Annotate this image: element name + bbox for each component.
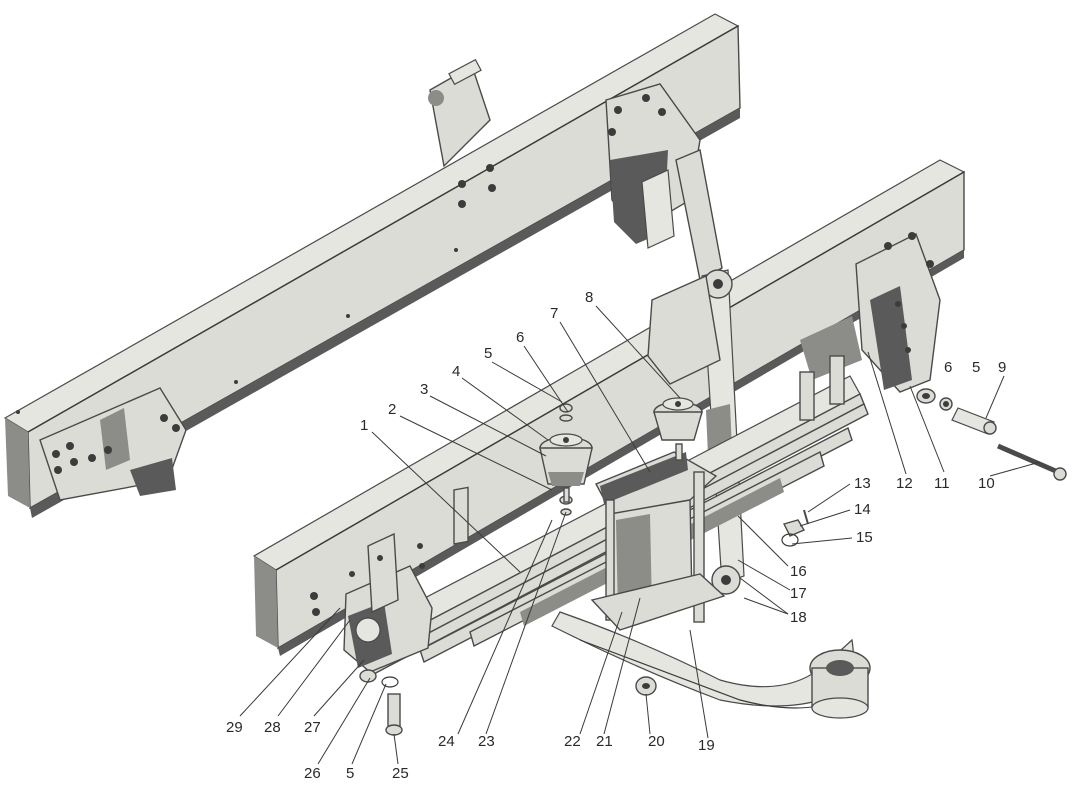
callout-labels: 1 2 3 4 5 6 7 8 6 5 9 10 11 12 13 14 15 … xyxy=(226,289,1006,782)
leader-12 xyxy=(867,351,907,475)
leader-26 xyxy=(317,677,371,765)
frame-rail-front xyxy=(252,159,966,656)
leader-16 xyxy=(737,515,789,567)
callout-28: 28 xyxy=(264,719,281,736)
callout-6b: 6 xyxy=(944,359,952,376)
leader-5c xyxy=(351,683,387,765)
callout-12: 12 xyxy=(896,475,913,492)
leader-3 xyxy=(429,395,547,457)
callout-14: 14 xyxy=(854,501,871,518)
small-fasteners xyxy=(559,403,683,516)
leader-11 xyxy=(909,385,945,473)
leader-29 xyxy=(239,607,341,717)
callout-21: 21 xyxy=(596,733,613,750)
bump-stop-left xyxy=(539,433,593,486)
callout-11: 11 xyxy=(934,475,950,492)
leader-23 xyxy=(485,511,567,735)
u-bolt-nut xyxy=(635,676,657,696)
rear-spring-bracket-left xyxy=(39,387,187,501)
shock-lower-fasteners xyxy=(781,509,809,547)
pin-fasteners-right xyxy=(916,388,1067,481)
callout-17: 17 xyxy=(790,585,807,602)
leader-20 xyxy=(645,693,651,735)
leader-17 xyxy=(737,559,791,591)
bump-stop-right xyxy=(653,397,703,441)
shackle-bolt xyxy=(359,669,403,736)
callout-26: 26 xyxy=(304,765,321,782)
callout-7: 7 xyxy=(550,305,558,322)
axle-beam xyxy=(551,611,871,719)
callout-6a: 6 xyxy=(516,329,524,346)
callout-9: 9 xyxy=(998,359,1006,376)
callout-15: 15 xyxy=(856,529,873,546)
shock-upper-bracket xyxy=(605,83,701,249)
leader-lines xyxy=(239,305,1041,765)
leader-13 xyxy=(807,483,851,513)
callout-24: 24 xyxy=(438,733,455,750)
callout-13: 13 xyxy=(854,475,871,492)
callout-27: 27 xyxy=(304,719,321,736)
callout-23: 23 xyxy=(478,733,495,750)
callout-5b: 5 xyxy=(972,359,980,376)
callout-2: 2 xyxy=(388,401,396,418)
front-spring-bracket xyxy=(855,232,941,393)
leader-4 xyxy=(461,377,549,441)
callout-5c: 5 xyxy=(346,765,354,782)
leader-7 xyxy=(559,321,651,473)
leader-21 xyxy=(603,597,641,735)
leader-19 xyxy=(689,629,709,739)
callout-3: 3 xyxy=(420,381,428,398)
callout-25: 25 xyxy=(392,765,409,782)
callout-1: 1 xyxy=(360,417,368,434)
callout-19: 19 xyxy=(698,737,715,754)
leader-10 xyxy=(989,461,1041,477)
leader-24 xyxy=(457,519,553,735)
callout-20: 20 xyxy=(648,733,665,750)
leader-2 xyxy=(399,415,553,491)
callout-5a: 5 xyxy=(484,345,492,362)
callout-4: 4 xyxy=(452,363,460,380)
leader-22 xyxy=(579,611,623,735)
leader-9 xyxy=(985,375,1005,419)
rear-rail-upper-bracket xyxy=(428,58,491,168)
leader-27 xyxy=(313,659,365,717)
callout-18: 18 xyxy=(790,609,807,626)
leader-8 xyxy=(595,305,681,399)
leader-5a xyxy=(491,361,563,403)
leader-18a xyxy=(739,577,789,615)
spring-seat-assembly xyxy=(590,451,726,631)
frame-rail-rear xyxy=(3,13,741,518)
mid-bracket xyxy=(647,274,862,385)
callout-29: 29 xyxy=(226,719,243,736)
leader-28 xyxy=(277,619,351,717)
rear-spring-hanger xyxy=(310,532,433,673)
leader-14 xyxy=(799,509,851,527)
leader-25 xyxy=(393,733,399,765)
leader-15 xyxy=(791,537,853,545)
callout-16: 16 xyxy=(790,563,807,580)
callout-22: 22 xyxy=(564,733,581,750)
callout-8: 8 xyxy=(585,289,593,306)
leader-6a xyxy=(523,345,569,413)
callout-10: 10 xyxy=(978,475,995,492)
leader-1 xyxy=(371,431,521,573)
leader-18b xyxy=(743,597,789,615)
